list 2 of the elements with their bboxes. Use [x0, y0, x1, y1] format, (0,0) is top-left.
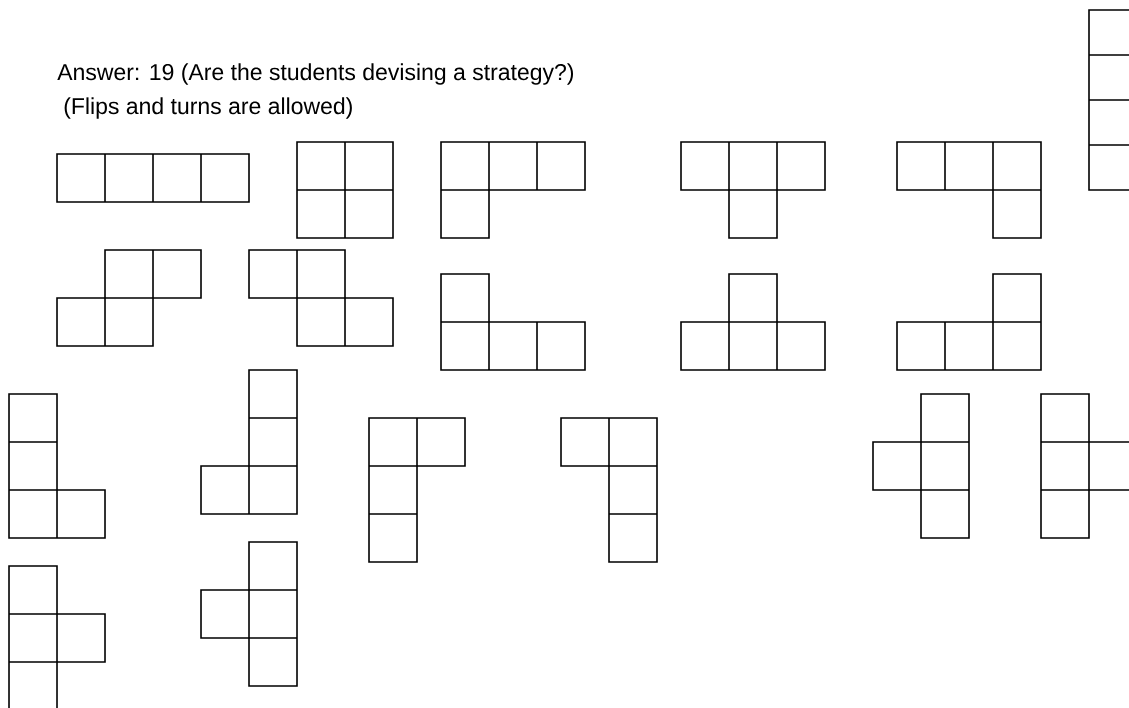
instruction-text: Answer: 19 (Are the students devising a strategy?) — [57, 63, 574, 85]
instruction-text: (Flips and turns are allowed) — [64, 97, 352, 119]
